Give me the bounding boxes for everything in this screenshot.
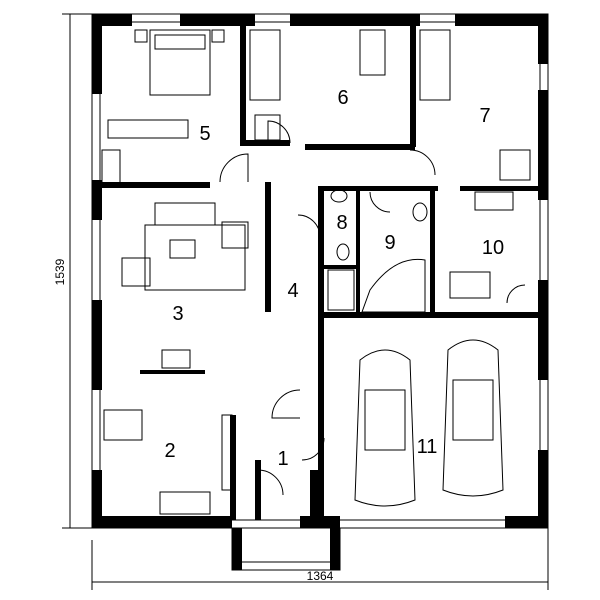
- room-label-4: 4: [287, 280, 298, 302]
- room-label-2: 2: [164, 440, 175, 462]
- room-label-7: 7: [479, 105, 490, 127]
- room-label-3: 3: [172, 303, 183, 325]
- doors: [219, 120, 526, 496]
- room-label-1: 1: [277, 448, 288, 470]
- room-labels: 1 2 3 4 5 6 7 8 9 10 11: [164, 87, 504, 470]
- dimension-vertical: 1539: [53, 13, 92, 529]
- height-dimension-label: 1539: [53, 258, 67, 285]
- entry-porch: [231, 527, 341, 571]
- room-label-10: 10: [482, 237, 504, 259]
- room-label-11: 11: [417, 436, 438, 458]
- room-label-9: 9: [384, 232, 395, 254]
- garage-cars: [354, 339, 504, 507]
- room-label-5: 5: [199, 123, 210, 145]
- interior-walls: [100, 22, 540, 520]
- furniture: [101, 29, 531, 515]
- width-dimension-label: 1364: [307, 569, 334, 583]
- dimension-horizontal: 1364: [91, 528, 549, 590]
- room-label-6: 6: [337, 87, 348, 109]
- room-label-8: 8: [336, 212, 347, 234]
